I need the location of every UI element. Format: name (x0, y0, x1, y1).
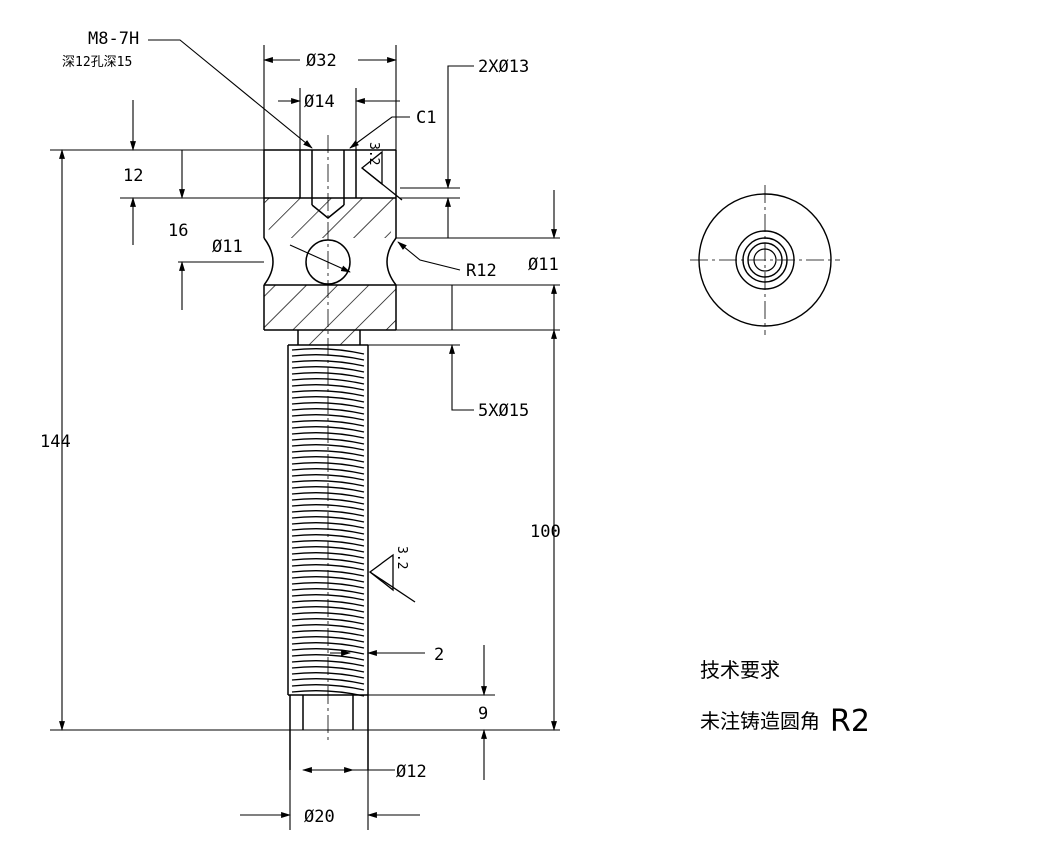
hatch-region-lower (264, 285, 396, 345)
tech-requirements-line1-value: R2 (830, 704, 870, 739)
label-dia-cross-left: Ø11 (212, 237, 243, 257)
label-dim-9: 9 (478, 704, 488, 724)
label-dim-16: 16 (168, 221, 188, 241)
label-roughness-top: 3.2 (366, 142, 381, 165)
label-thread-callout: M8-7H (88, 29, 139, 49)
thread-coil (291, 444, 365, 457)
tech-requirements: 技术要求 未注铸造圆角 R2 (700, 658, 870, 739)
roughness-symbol-mid (368, 553, 416, 603)
label-holes-2x: 2XØ13 (478, 57, 529, 77)
hatch-region-upper-left (264, 198, 300, 238)
label-holes-5x: 5XØ15 (478, 401, 529, 421)
dimension-lines (50, 39, 560, 830)
label-dim-100: 100 (530, 522, 561, 542)
label-dim-2: 2 (434, 645, 444, 665)
label-dia-cross-right: Ø11 (528, 255, 559, 275)
label-dim-12: 12 (123, 166, 143, 186)
label-thread-depth: 深12孔深15 (62, 55, 132, 70)
thread-coil (291, 588, 365, 601)
label-dia-bottom: Ø20 (304, 807, 335, 827)
roughness-symbol-top (360, 150, 403, 201)
label-dim-144: 144 (40, 432, 71, 452)
dimension-text: M8-7H 深12孔深15 Ø32 Ø14 C1 2XØ13 12 16 Ø11… (40, 29, 561, 827)
label-chamfer: C1 (416, 108, 436, 128)
label-dia-counterbore: Ø14 (304, 92, 335, 112)
label-roughness-mid: 3.2 (394, 546, 409, 569)
hatch-region-upper-right (356, 198, 396, 238)
label-radius: R12 (466, 261, 497, 281)
top-view (690, 185, 840, 335)
part-body (263, 149, 397, 770)
tech-requirements-heading: 技术要求 (700, 658, 780, 682)
label-dia-top: Ø32 (306, 51, 337, 71)
label-dia-pin: Ø12 (396, 762, 427, 782)
thread-coil (291, 648, 365, 661)
tech-requirements-line1: 未注铸造圆角 (700, 709, 820, 733)
